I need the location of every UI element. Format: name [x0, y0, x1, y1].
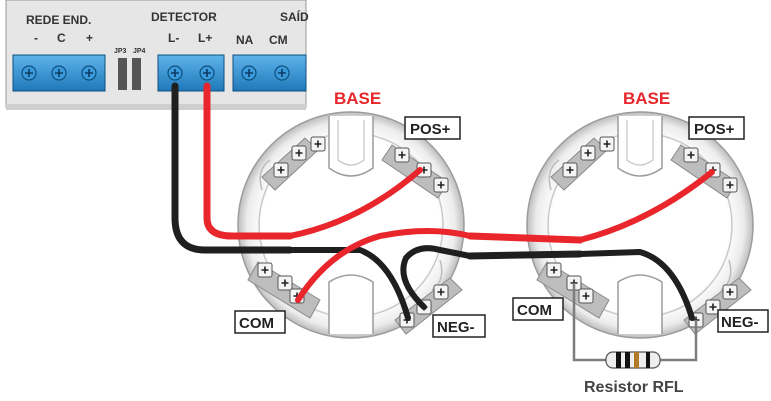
jumper-label-jp4: JP4	[133, 48, 146, 55]
terminal-block-saida	[232, 54, 307, 92]
wire-red-base1-pos	[287, 167, 423, 239]
terminal-label-cm: CM	[269, 33, 288, 47]
wire-black-from-panel	[171, 82, 294, 254]
contact-strip-com	[247, 261, 321, 319]
terminal-block-detector	[157, 54, 225, 92]
base1-neg-tag: NEG-	[432, 314, 486, 338]
wire-red-bridge	[466, 232, 584, 244]
contact-strip-pos	[670, 144, 738, 199]
base2-neg-tag: NEG-	[717, 309, 769, 333]
wire-red-base1-com	[295, 228, 473, 303]
terminal-label-rede-c: C	[57, 31, 66, 45]
group-label-saida: SAÍD	[280, 9, 309, 24]
base1-neg-label: NEG-	[437, 319, 475, 336]
wire-black-bridge	[466, 250, 584, 260]
terminal-label-na: NA	[236, 33, 254, 47]
base2-pos-label: POS+	[694, 121, 735, 138]
base2-neg-label: NEG-	[721, 314, 759, 331]
terminal-label-rede-pos: +	[86, 31, 93, 45]
group-label-rede: REDE END.	[26, 13, 91, 27]
group-label-detector: DETECTOR	[151, 10, 217, 24]
wires	[171, 82, 715, 321]
wire-red-base2-pos	[577, 169, 715, 243]
wire-black-base1-out	[400, 245, 473, 310]
base1-pos-label: POS+	[410, 121, 451, 138]
wire-black-base2-neg	[577, 249, 695, 321]
detector-base-2	[526, 111, 754, 339]
resistor-label: Resistor RFL	[584, 379, 684, 396]
jumper-jp3	[118, 58, 127, 90]
wire-red-from-panel	[203, 82, 294, 240]
base1-com-label: COM	[239, 315, 274, 332]
base1-com-tag: COM	[234, 310, 286, 334]
resistor-rfl: Resistor RFL	[572, 283, 698, 396]
contact-strip-neg	[394, 277, 463, 335]
jumper-jp4	[132, 58, 141, 90]
contact-strip-top-left	[261, 136, 326, 191]
base1-title: BASE	[334, 89, 381, 108]
jumper-label-jp3: JP3	[114, 48, 127, 55]
base1-pos-tag: POS+	[404, 116, 461, 140]
contact-strip-neg	[683, 277, 752, 335]
terminal-label-det-pos: L+	[198, 31, 212, 45]
base2-com-tag: COM	[512, 297, 564, 321]
wire-black-base1-neg	[287, 247, 411, 321]
terminal-label-rede-neg: -	[34, 31, 38, 45]
base2-title: BASE	[623, 89, 670, 108]
detector-base-1	[237, 111, 465, 339]
base2-pos-tag: POS+	[688, 116, 745, 140]
contact-strip-top-left	[550, 136, 615, 191]
terminal-block-rede	[12, 54, 106, 92]
control-panel: REDE END. DETECTOR SAÍD - C + JP3 JP4 L-…	[5, 0, 309, 110]
terminal-label-det-neg: L-	[168, 31, 179, 45]
base2-com-label: COM	[517, 302, 552, 319]
